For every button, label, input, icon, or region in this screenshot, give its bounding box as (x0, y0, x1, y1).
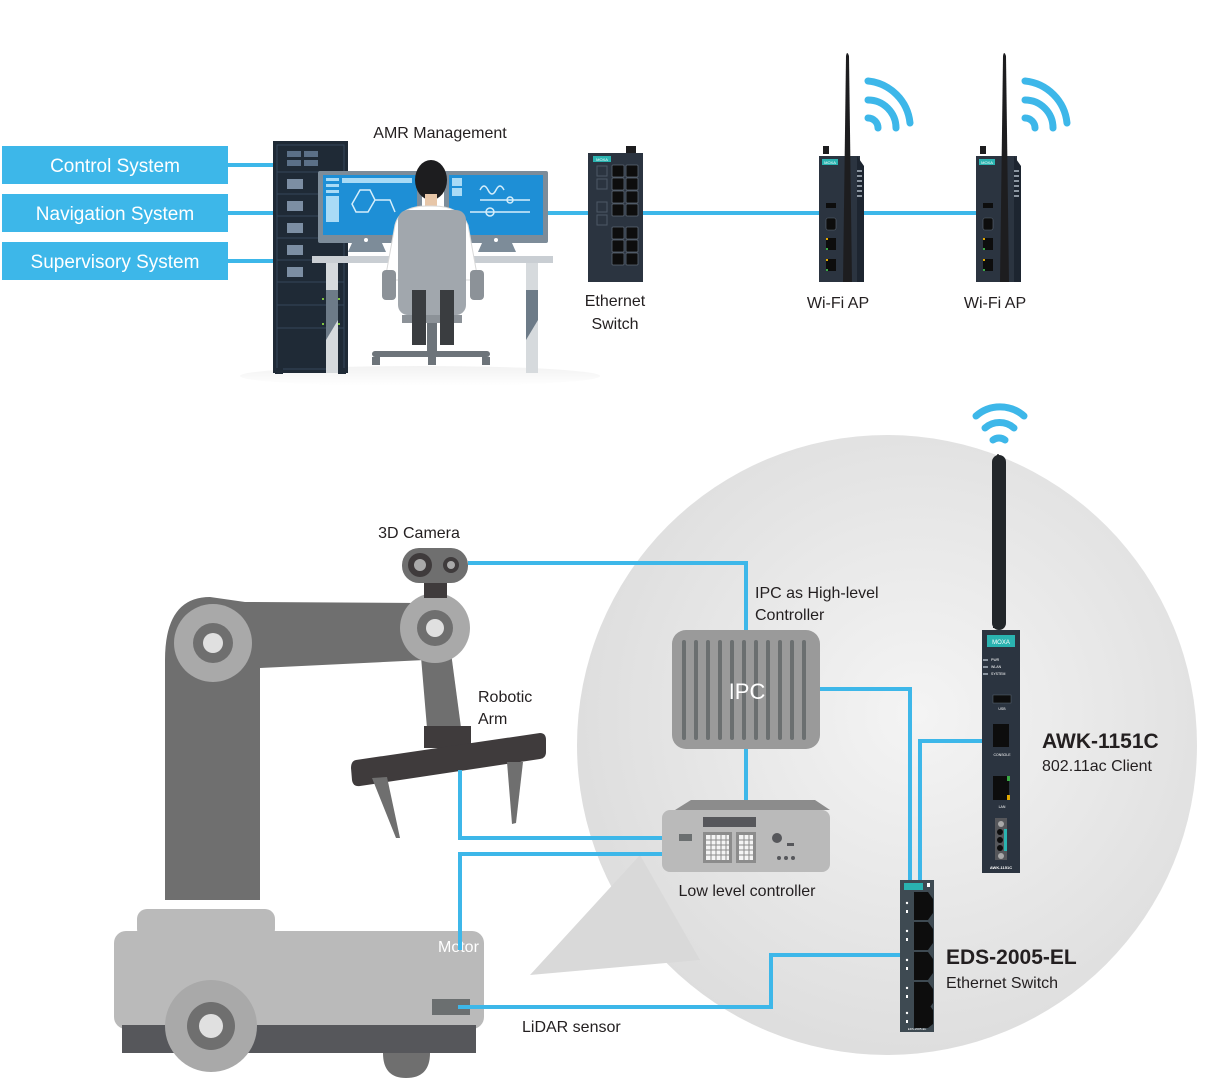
low-level-controller-label: Low level controller (679, 883, 817, 900)
brand-logo: MOXA (992, 640, 1010, 646)
wifi-signal-icon (864, 77, 914, 132)
camera-icon (402, 548, 468, 583)
eds-model-label: EDS-2005-EL (946, 946, 1077, 969)
port-label: CONSOLE (993, 753, 1011, 757)
led-label: SYSTEM (991, 672, 1005, 676)
led-label: PWR (991, 658, 1000, 662)
robotic-arm-label: Robotic (478, 689, 532, 706)
robotic-arm-label: Arm (478, 711, 507, 728)
system-box-label: Control System (50, 156, 180, 177)
camera-label: 3D Camera (378, 525, 460, 542)
awk-1151c-icon: MOXA PWR WLAN SYSTEM USB CONSOLE LAN AWK… (982, 454, 1020, 873)
brand-logo: MOXA (981, 160, 993, 165)
port-label: LAN (999, 805, 1006, 809)
awk-model-label: AWK-1151C (1042, 730, 1159, 753)
wifi-ap-1-icon: MOXA (819, 53, 864, 282)
system-box-control: Control System (2, 146, 228, 184)
awk-description: 802.11ac Client (1042, 758, 1153, 775)
mobile-base-icon (114, 909, 484, 1078)
led-label: WLAN (991, 665, 1002, 669)
low-level-controller-icon (662, 800, 830, 872)
device-label: EDS-2005-EL (908, 1027, 927, 1031)
port-label: USB (998, 707, 1006, 711)
ipc-icon: IPC (672, 630, 820, 749)
eds-description: Ethernet Switch (946, 975, 1058, 992)
system-box-navigation: Navigation System (2, 194, 228, 232)
wifi-signal-icon (972, 403, 1028, 444)
wifi-ap-label: Wi-Fi AP (964, 295, 1026, 312)
amr-management-label: AMR Management (373, 125, 507, 142)
monitor-right-icon (444, 171, 548, 252)
wifi-ap-label: Wi-Fi AP (807, 295, 869, 312)
system-box-label: Supervisory System (31, 252, 200, 273)
brand-logo: MOXA (596, 157, 608, 162)
eds-2005-el-icon: EDS-2005-EL (900, 880, 934, 1032)
ethernet-switch-icon: MOXA (588, 146, 643, 282)
brand-logo: MOXA (824, 160, 836, 165)
network-lines (458, 561, 985, 1009)
robotic-arm-icon (165, 548, 546, 900)
wifi-signal-icon (1021, 77, 1071, 132)
device-label: AWK-1151C (990, 865, 1012, 870)
operator-icon (372, 160, 490, 365)
ethernet-switch-label: Ethernet (585, 293, 646, 310)
system-box-supervisory: Supervisory System (2, 242, 228, 280)
lidar-label: LiDAR sensor (522, 1019, 621, 1036)
zoom-bubble-background (530, 435, 1197, 1055)
ethernet-switch-label: Switch (591, 316, 638, 333)
lidar-sensor-icon (432, 999, 470, 1015)
wifi-ap-2-icon: MOXA (976, 53, 1021, 282)
ipc-text: IPC (729, 679, 766, 704)
ipc-caption: Controller (755, 607, 825, 624)
system-box-label: Navigation System (36, 204, 194, 225)
ipc-caption: IPC as High-level (755, 585, 879, 602)
